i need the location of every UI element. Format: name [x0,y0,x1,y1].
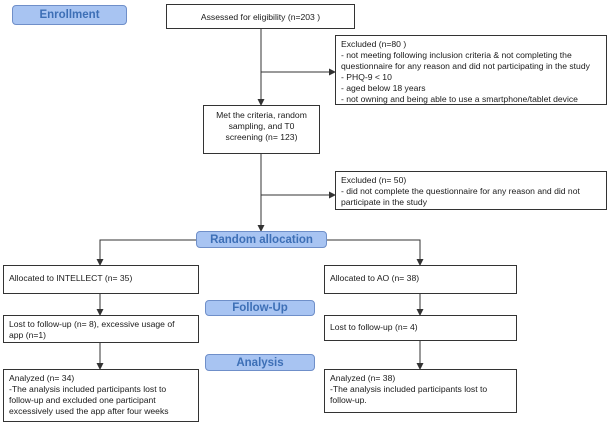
connector-allocation-right [327,239,424,266]
box-line: Assessed for eligibility (n=203 ) [200,12,321,22]
stage-follow-up: Follow-Up [205,300,315,316]
box-line: -The analysis included participants lost… [9,384,167,394]
box-line: Allocated to INTELLECT (n= 35) [9,273,133,283]
stage-analysis: Analysis [205,354,315,371]
box-line: follow-up and excluded one participant [9,395,156,405]
analyzed-intellect-box: Analyzed (n= 34) -The analysis included … [3,369,199,422]
box-line: participate in the study [341,197,427,207]
box-line: Lost to follow-up (n= 8), excessive usag… [9,319,175,329]
met-criteria-box: Met the criteria, random sampling, and T… [203,105,320,154]
box-line: - not meeting following inclusion criter… [341,50,572,60]
stage-enrollment: Enrollment [12,5,127,25]
excluded-1-box: Excluded (n=80 ) - not meeting following… [335,35,607,105]
lost-followup-intellect-box: Lost to follow-up (n= 8), excessive usag… [3,315,199,343]
box-line: sampling, and T0 [228,121,295,131]
box-line: Met the criteria, random [216,110,307,120]
analyzed-ao-box: Analyzed (n= 38) -The analysis included … [324,369,517,413]
box-line: - aged below 18 years [341,83,426,93]
stage-random-allocation: Random allocation [196,231,327,248]
box-line: Analyzed (n= 34) [9,373,75,383]
box-line: Analyzed (n= 38) [330,373,396,383]
box-line: - not owning and being able to use a sma… [341,94,578,104]
box-line: Excluded (n= 50) [341,175,407,185]
box-line: - did not complete the questionnaire for… [341,186,580,196]
box-line: screening (n= 123) [225,132,298,142]
box-line: Excluded (n=80 ) [341,39,407,49]
box-line: Lost to follow-up (n= 4) [330,322,418,332]
box-line: excessively used the app after four week… [9,406,169,416]
box-line: follow-up. [330,395,367,405]
allocated-ao-box: Allocated to AO (n= 38) [324,265,517,294]
lost-followup-ao-box: Lost to follow-up (n= 4) [324,315,517,341]
excluded-2-box: Excluded (n= 50) - did not complete the … [335,171,607,210]
assessed-eligibility-box: Assessed for eligibility (n=203 ) [166,4,355,29]
connector-allocation-left [96,239,196,266]
box-line: Allocated to AO (n= 38) [330,273,420,283]
box-line: -The analysis included participants lost… [330,384,488,394]
box-line: app (n=1) [9,330,47,340]
box-line: - PHQ-9 < 10 [341,72,392,82]
allocated-intellect-box: Allocated to INTELLECT (n= 35) [3,265,199,294]
box-line: questionnaire for any reason and did not… [341,61,590,71]
